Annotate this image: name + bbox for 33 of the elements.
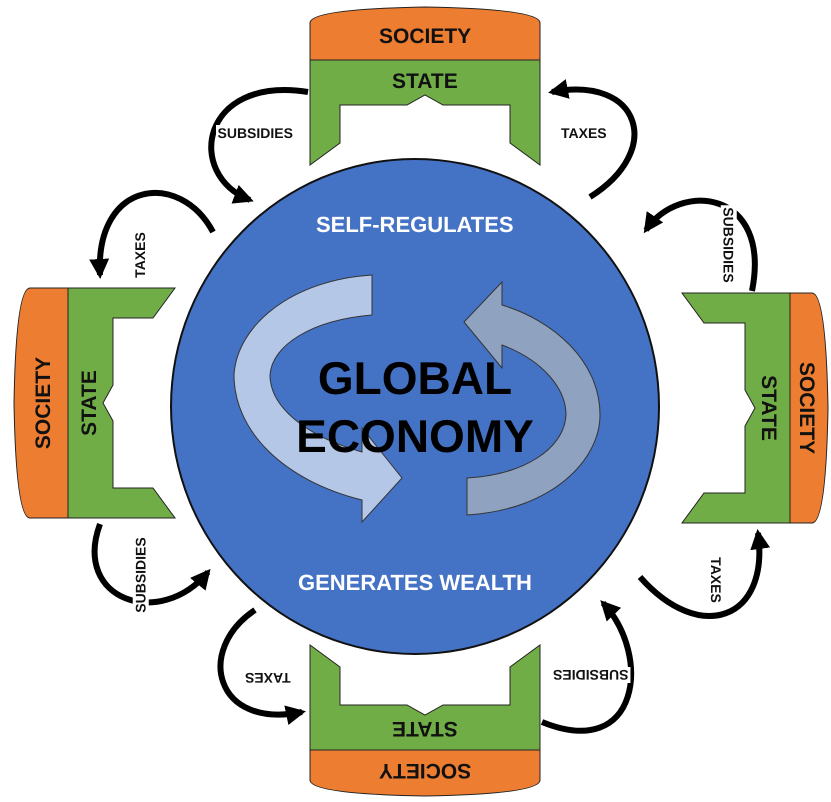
society-band — [310, 750, 540, 798]
state-band — [310, 60, 540, 165]
curved-arrow — [541, 600, 634, 734]
curved-arrow — [638, 529, 770, 619]
circle-heading: SELF-REGULATES — [316, 212, 514, 238]
society-label: SOCIETY — [379, 758, 472, 782]
society-band — [310, 5, 540, 60]
state-band — [682, 293, 790, 523]
curved-arrow — [548, 80, 638, 200]
society-band — [12, 288, 68, 518]
state-label: STATE — [78, 370, 102, 436]
society-label: SOCIETY — [794, 362, 818, 454]
society-label: SOCIETY — [32, 356, 56, 450]
edge-label: TAXES — [559, 125, 609, 141]
society-label: SOCIETY — [379, 24, 472, 48]
edge-label: SUBSIDIES — [550, 667, 630, 683]
edge-label: SUBSIDIES — [216, 125, 295, 141]
state-band — [310, 645, 540, 750]
edge-label: SUBSIDIES — [720, 205, 736, 285]
edge-label: TAXES — [708, 555, 724, 605]
curved-arrow — [643, 198, 758, 292]
edge-label: TAXES — [243, 670, 293, 686]
state-label: STATE — [756, 375, 780, 441]
curved-arrow — [90, 190, 216, 279]
curved-arrow — [218, 608, 306, 724]
curved-arrow — [208, 87, 308, 203]
state-label: STATE — [392, 70, 458, 94]
state-label: STATE — [392, 716, 458, 740]
society-band — [790, 293, 830, 523]
circle-caption: GENERATES WEALTH — [298, 570, 532, 596]
edge-label: SUBSIDIES — [132, 535, 148, 615]
state-band — [68, 288, 175, 518]
curved-arrow — [92, 523, 211, 606]
